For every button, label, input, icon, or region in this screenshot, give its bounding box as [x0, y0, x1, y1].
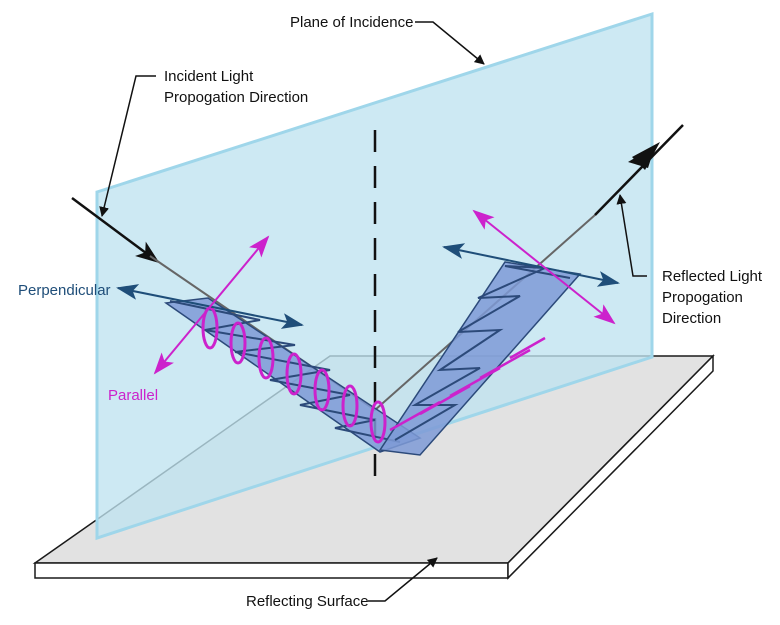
plane-of-incidence-label: Plane of Incidence: [290, 14, 413, 31]
reflected-light-label-line3: Direction: [662, 310, 721, 327]
leader-reflecting-surface: [368, 557, 438, 602]
perpendicular-label: Perpendicular: [18, 282, 111, 299]
leader-plane-of-incidence: [415, 21, 485, 65]
reflected-parallel-arrow: [472, 209, 616, 325]
parallel-label: Parallel: [108, 387, 158, 404]
incident-light-label-line2: Propogation Direction: [164, 89, 308, 106]
reflected-parallel-wave: [389, 336, 546, 432]
incident-parallel-arrow: [153, 235, 270, 375]
incident-light-label-line1: Incident Light: [164, 68, 254, 85]
surface-side-face: [507, 354, 714, 580]
callout-leaders: [99, 21, 647, 602]
reflecting-surface-label: Reflecting Surface: [246, 593, 369, 610]
reflected-light-label-line2: Propogation: [662, 289, 743, 306]
leader-reflected-light: [616, 194, 647, 277]
incident-ray: [71, 196, 160, 264]
surface-front-face: [34, 562, 509, 579]
reflected-arrow-head: [632, 142, 660, 170]
leader-incident-light: [99, 75, 156, 217]
reflected-light-label-line1: Reflected Light: [662, 268, 763, 285]
reflected-ray: [594, 124, 684, 216]
